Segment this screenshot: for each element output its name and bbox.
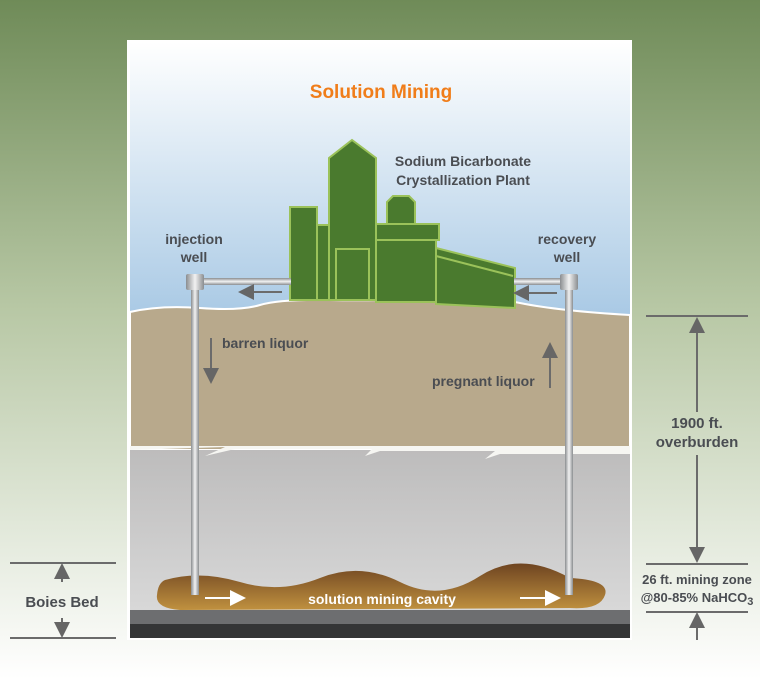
injection-wellhead [186,274,204,290]
injection-surface-pipe [195,278,291,285]
overburden-label-line2: overburden [656,434,739,451]
plant-label-line2: Crystallization Plant [396,172,530,188]
recovery-surface-pipe [514,278,570,285]
overburden-layer [129,296,631,451]
cavity-label: solution mining cavity [308,591,456,607]
floor-layer [130,610,630,624]
recovery-wellhead [560,274,578,290]
injection-well-label-line2: well [180,249,207,265]
barren-liquor-label: barren liquor [222,335,309,351]
injection-well-label-line1: injection [165,231,223,247]
recovery-pipe [565,285,573,595]
base-layer [130,624,630,638]
mining-cavity [156,563,606,610]
dimension-lines [10,315,748,640]
mining-zone-label-line1: 26 ft. mining zone [642,572,752,587]
flow-arrows [203,284,558,388]
injection-pipe [191,285,199,595]
recovery-well-label-line2: well [553,249,580,265]
diagram-title: Solution Mining [310,82,452,103]
overburden-label-line1: 1900 ft. [671,415,723,432]
boies-bed-label: Boies Bed [25,594,98,611]
plant-building [289,138,516,310]
fracture-line [130,446,630,459]
mining-zone-label-line2: @80-85% NaHCO3 [641,590,754,608]
recovery-well-label-line1: recovery [538,231,597,247]
pregnant-liquor-label: pregnant liquor [432,373,535,389]
plant-label-line1: Sodium Bicarbonate [395,153,531,169]
